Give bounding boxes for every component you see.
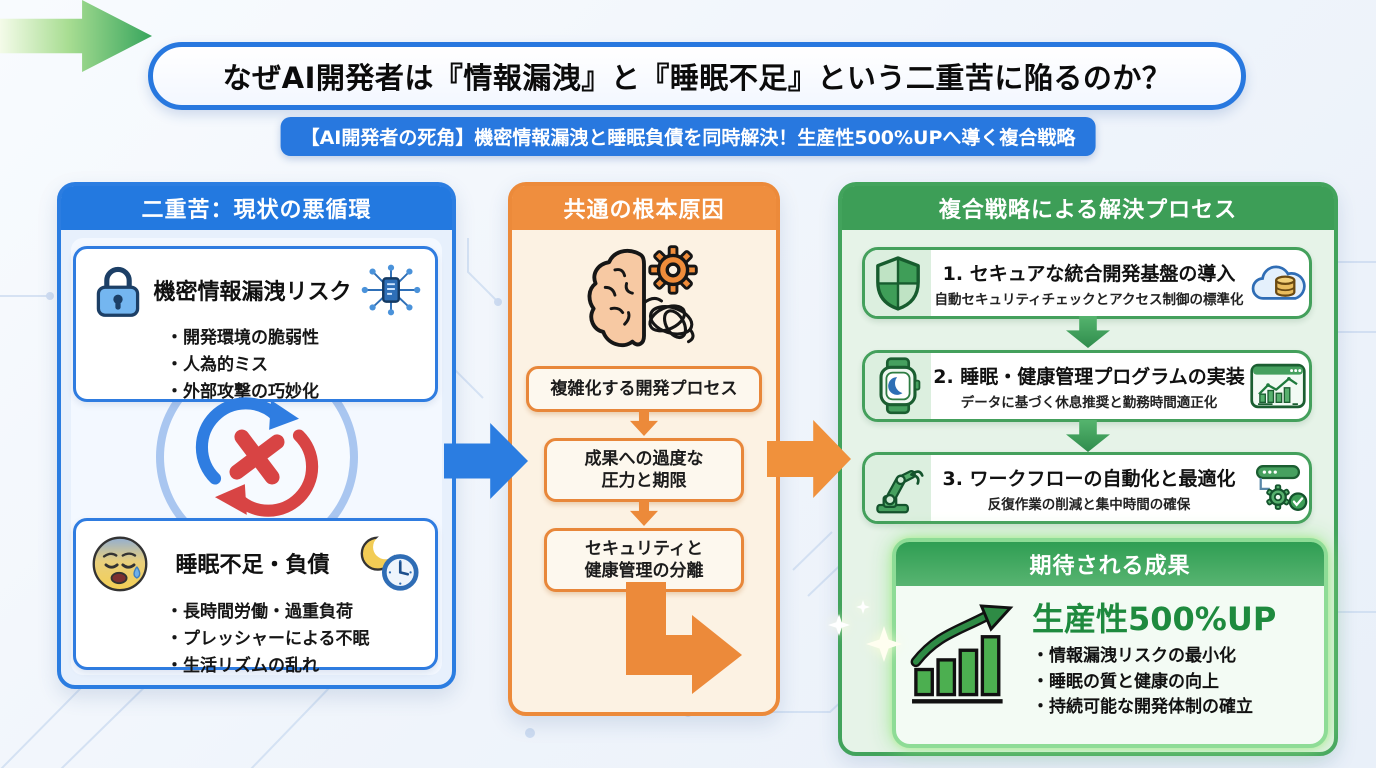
cause-box-2: 成果への過度な 圧力と期限 xyxy=(544,438,744,502)
page-title-text: なぜAI開発者は『情報漏洩』と『睡眠不足』という二重苦に陥るのか？ xyxy=(222,61,1172,95)
step-2-right-icon-zone xyxy=(1247,361,1309,411)
solution-step-1: 1. セキュアな統合開発基盤の導入 自動セキュリティチェックとアクセス制御の標準… xyxy=(862,247,1312,319)
panel-vicious-cycle: 二重苦：現状の悪循環 機密情報漏洩リスク xyxy=(57,182,456,689)
sleep-card-bullets: ・長時間労働・過重負荷 ・プレッシャーによる不眠 ・生活リズムの乱れ xyxy=(166,599,435,681)
result-bullet: ・睡眠の質と健康の向上 xyxy=(1032,671,1219,692)
cause-box-3-line: セキュリティと xyxy=(585,538,703,559)
sleep-bullet: ・プレッシャーによる不眠 xyxy=(166,629,370,650)
data-leak-network-icon xyxy=(361,264,421,316)
panel-solution-header: 複合戦略による解決プロセス xyxy=(842,186,1334,230)
risk-bullet: ・人為的ミス xyxy=(166,355,268,376)
expected-results-body: 生産性500%UP ・情報漏洩リスクの最小化 ・睡眠の質と健康の向上 ・持続可能… xyxy=(896,586,1324,729)
down-arrow-icon xyxy=(1066,420,1110,452)
cause-box-1: 複雑化する開発プロセス xyxy=(526,366,762,412)
result-bullets: ・情報漏洩リスクの最小化 ・睡眠の質と健康の向上 ・持続可能な開発体制の確立 xyxy=(1032,644,1276,721)
step-1-text: 1. セキュアな統合開発基盤の導入 自動セキュリティチェックとアクセス制御の標準… xyxy=(931,259,1247,308)
sparkle-icon xyxy=(856,600,870,614)
risk-card-bullets: ・開発環境の脆弱性 ・人為的ミス ・外部攻撃の巧妙化 xyxy=(166,325,435,407)
vicious-cycle-icon xyxy=(195,397,318,517)
expected-results-box: 期待される成果 生産性500%UP ・情報漏洩リスクの最小化 ・睡眠の質と健康の… xyxy=(892,538,1328,748)
step-1-right-icon-zone xyxy=(1247,260,1309,306)
step-1-icon-zone xyxy=(865,250,931,316)
step-2-text: 2. 睡眠・健康管理プログラムの実装 データに基づく休息推奨と勤務時間適正化 xyxy=(931,362,1247,411)
lock-icon xyxy=(96,266,140,317)
sleep-card-title: 睡眠不足・負債 xyxy=(175,553,330,578)
brain-gear-tangle-icon xyxy=(587,245,698,347)
step-3-right-icon-zone xyxy=(1247,462,1309,514)
down-arrow-icon xyxy=(630,500,658,526)
sleep-card: 睡眠不足・負債 ・長時間労働・過重負荷 ・プレッシャーによる不眠 ・生活リズムの… xyxy=(73,518,438,676)
risk-card-top: 機密情報漏洩リスク xyxy=(76,249,435,319)
down-arrow-icon xyxy=(630,410,658,436)
growth-chart-icon xyxy=(910,604,1014,704)
sleep-bullet: ・長時間労働・過重負荷 xyxy=(166,602,353,622)
sleep-card-top: 睡眠不足・負債 xyxy=(76,521,435,593)
result-bullet: ・情報漏洩リスクの最小化 xyxy=(1032,646,1236,666)
cause-box-2-line: 圧力と期限 xyxy=(601,471,687,491)
health-dashboard-icon xyxy=(1250,363,1306,409)
risk-bullet: ・開発環境の脆弱性 xyxy=(166,328,319,348)
step-2-icon-zone xyxy=(865,353,931,419)
elbow-right-arrow-icon xyxy=(626,582,742,694)
step-3-subtitle: 反復作業の削減と集中時間の確保 xyxy=(987,496,1191,513)
panel-root-cause: 共通の根本原因 複雑化する開発プロセス xyxy=(508,182,780,716)
step-3-title: 3. ワークフローの自動化と最適化 xyxy=(942,467,1236,490)
page-title: なぜAI開発者は『情報漏洩』と『睡眠不足』という二重苦に陥るのか？ xyxy=(148,42,1246,110)
step-1-title: 1. セキュアな統合開発基盤の導入 xyxy=(942,262,1236,285)
robot-arm-icon xyxy=(876,470,924,514)
panel-solution-process: 複合戦略による解決プロセス 1. セキュアな統合開発基盤の導入 自動セキュリティ… xyxy=(838,182,1338,756)
step-3-icon-zone xyxy=(865,455,931,521)
cloud-database-icon xyxy=(1251,265,1306,300)
risk-card-title: 機密情報漏洩リスク xyxy=(153,280,352,305)
step-2-subtitle: データに基づく休息推奨と勤務時間適正化 xyxy=(960,394,1218,411)
result-bullet: ・持続可能な開発体制の確立 xyxy=(1032,697,1253,717)
step-2-title: 2. 睡眠・健康管理プログラムの実装 xyxy=(933,365,1245,388)
panel-root-cause-header: 共通の根本原因 xyxy=(512,186,776,230)
panel-vicious-cycle-header: 二重苦：現状の悪循環 xyxy=(61,186,452,230)
shield-icon xyxy=(876,256,920,311)
cause-box-3-line: 健康管理の分離 xyxy=(584,561,704,581)
solution-step-3: 3. ワークフローの自動化と最適化 反復作業の削減と集中時間の確保 xyxy=(862,452,1312,524)
risk-card: 機密情報漏洩リスク ・開発環境の脆弱性 ・人為的ミス ・外部攻撃の巧妙化 xyxy=(73,246,438,402)
risk-bullet: ・外部攻撃の巧妙化 xyxy=(166,382,319,403)
subtitle-badge: 【AI開発者の死角】機密情報漏洩と睡眠負債を同時解決！生産性500%UPへ導く複… xyxy=(280,117,1096,156)
sleepy-face-icon xyxy=(92,536,148,592)
solution-step-2: 2. 睡眠・健康管理プログラムの実装 データに基づく休息推奨と勤務時間適正化 xyxy=(862,350,1312,422)
sparkle-icon xyxy=(866,626,902,662)
cause-box-1-line: 複雑化する開発プロセス xyxy=(550,378,738,399)
sleep-bullet: ・生活リズムの乱れ xyxy=(166,656,319,677)
expected-results-text: 生産性500%UP ・情報漏洩リスクの最小化 ・睡眠の質と健康の向上 ・持続可能… xyxy=(1032,594,1276,721)
subtitle-badge-text: 【AI開発者の死角】機密情報漏洩と睡眠負債を同時解決！生産性500%UPへ導く複… xyxy=(300,127,1076,149)
expected-results-header: 期待される成果 xyxy=(896,542,1324,586)
smartwatch-sleep-icon xyxy=(879,357,921,415)
cause-box-2-line: 成果への過度な xyxy=(584,448,704,469)
moon-clock-icon xyxy=(360,534,419,591)
workflow-automation-icon xyxy=(1255,465,1308,511)
sparkle-icon xyxy=(828,614,850,636)
productivity-headline: 生産性500%UP xyxy=(1032,600,1277,638)
down-arrow-icon xyxy=(1066,316,1110,348)
step-1-subtitle: 自動セキュリティチェックとアクセス制御の標準化 xyxy=(934,291,1244,308)
step-3-text: 3. ワークフローの自動化と最適化 反復作業の削減と集中時間の確保 xyxy=(931,464,1247,513)
